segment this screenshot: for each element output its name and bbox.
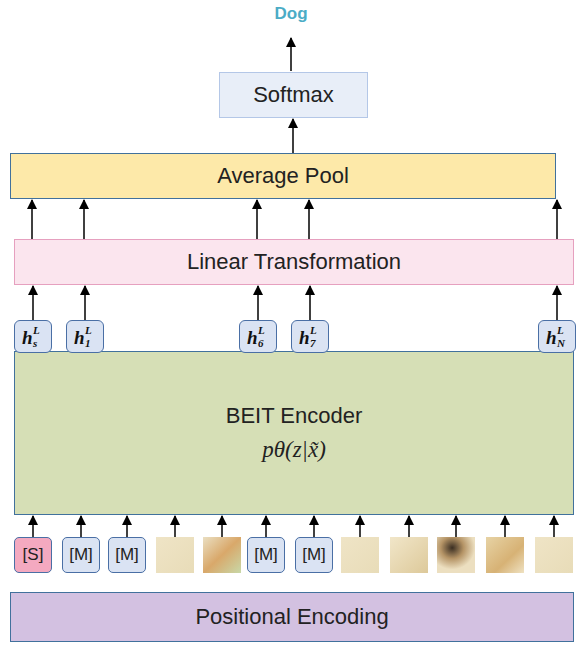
flow-arrow: [556, 286, 558, 320]
softmax-box: Softmax: [219, 72, 368, 118]
subscript-text: N: [557, 338, 565, 349]
output-arrow: [290, 38, 292, 71]
flow-arrow: [80, 516, 82, 537]
patch-arrow: [408, 516, 410, 537]
node-title: [M]: [254, 545, 278, 565]
patch-arrow: [504, 516, 506, 537]
subscript-text: 1: [85, 338, 91, 349]
image-patch: [486, 537, 524, 573]
flow-arrow: [308, 200, 310, 239]
hidden-state-box: h6 L: [239, 320, 277, 353]
patch-arrow: [221, 516, 223, 537]
hidden-state-box: h7 L: [291, 320, 329, 353]
flow-arrow: [84, 286, 86, 320]
pool-box: Average Pool: [10, 153, 556, 199]
flow-arrow: [265, 516, 267, 537]
image-patch: [535, 537, 573, 573]
superscript-text: L: [258, 325, 265, 336]
mask-token: [M]: [62, 537, 100, 573]
mask-token: [M]: [295, 537, 333, 573]
patch-arrow: [455, 516, 457, 537]
node-title: Softmax: [253, 82, 334, 108]
flow-arrow: [31, 200, 33, 239]
image-patch: [390, 537, 428, 573]
superscript-text: L: [310, 325, 317, 336]
flow-arrow: [313, 516, 315, 537]
subscript-text: 6: [258, 338, 264, 349]
flow-arrow: [126, 516, 128, 537]
encoder-box: BEIT Encoder pθ(z|x̃): [14, 351, 574, 515]
node-title: [S]: [23, 545, 44, 565]
image-patches: [156, 537, 573, 573]
flow-arrow: [256, 200, 258, 239]
image-patch: [203, 537, 241, 573]
special-token: [S]: [14, 537, 52, 573]
node-title: BEIT Encoder: [226, 403, 363, 429]
flow-arrow: [292, 119, 294, 153]
mask-token: [M]: [108, 537, 146, 573]
node-title: [M]: [69, 545, 93, 565]
superscript-text: L: [85, 325, 92, 336]
hidden-state-box: hsL: [14, 320, 52, 353]
hidden-state-box: hNL: [538, 320, 576, 353]
image-patch: [156, 537, 194, 573]
image-patch: [437, 537, 475, 573]
patch-arrow: [553, 516, 555, 537]
subscript-text: 7: [310, 338, 316, 349]
superscript-text: L: [33, 325, 40, 336]
patch-arrow: [174, 516, 176, 537]
subscript-text: s: [33, 338, 37, 349]
superscript-text: L: [557, 325, 564, 336]
output-label: Dog: [231, 4, 351, 24]
symbol-text: h: [22, 328, 33, 347]
symbol-text: h: [247, 328, 258, 347]
node-formula: pθ(z|x̃): [262, 437, 326, 463]
symbol-text: h: [74, 328, 85, 347]
positional-box: Positional Encoding: [10, 592, 574, 642]
flow-arrow: [83, 200, 85, 239]
image-patch: [341, 537, 379, 573]
flow-arrow: [556, 200, 558, 239]
symbol-text: h: [546, 328, 557, 347]
patch-arrow: [359, 516, 361, 537]
flow-arrow: [309, 286, 311, 320]
node-title: Linear Transformation: [187, 249, 401, 275]
mask-token: [M]: [247, 537, 285, 573]
node-title: Average Pool: [217, 163, 349, 189]
linear-box: Linear Transformation: [14, 239, 574, 285]
symbol-text: h: [299, 328, 310, 347]
flow-arrow: [32, 516, 34, 537]
node-title: [M]: [302, 545, 326, 565]
node-title: Positional Encoding: [195, 604, 388, 630]
hidden-state-box: h1 L: [66, 320, 104, 353]
flow-arrow: [32, 286, 34, 320]
flow-arrow: [257, 286, 259, 320]
node-title: [M]: [115, 545, 139, 565]
